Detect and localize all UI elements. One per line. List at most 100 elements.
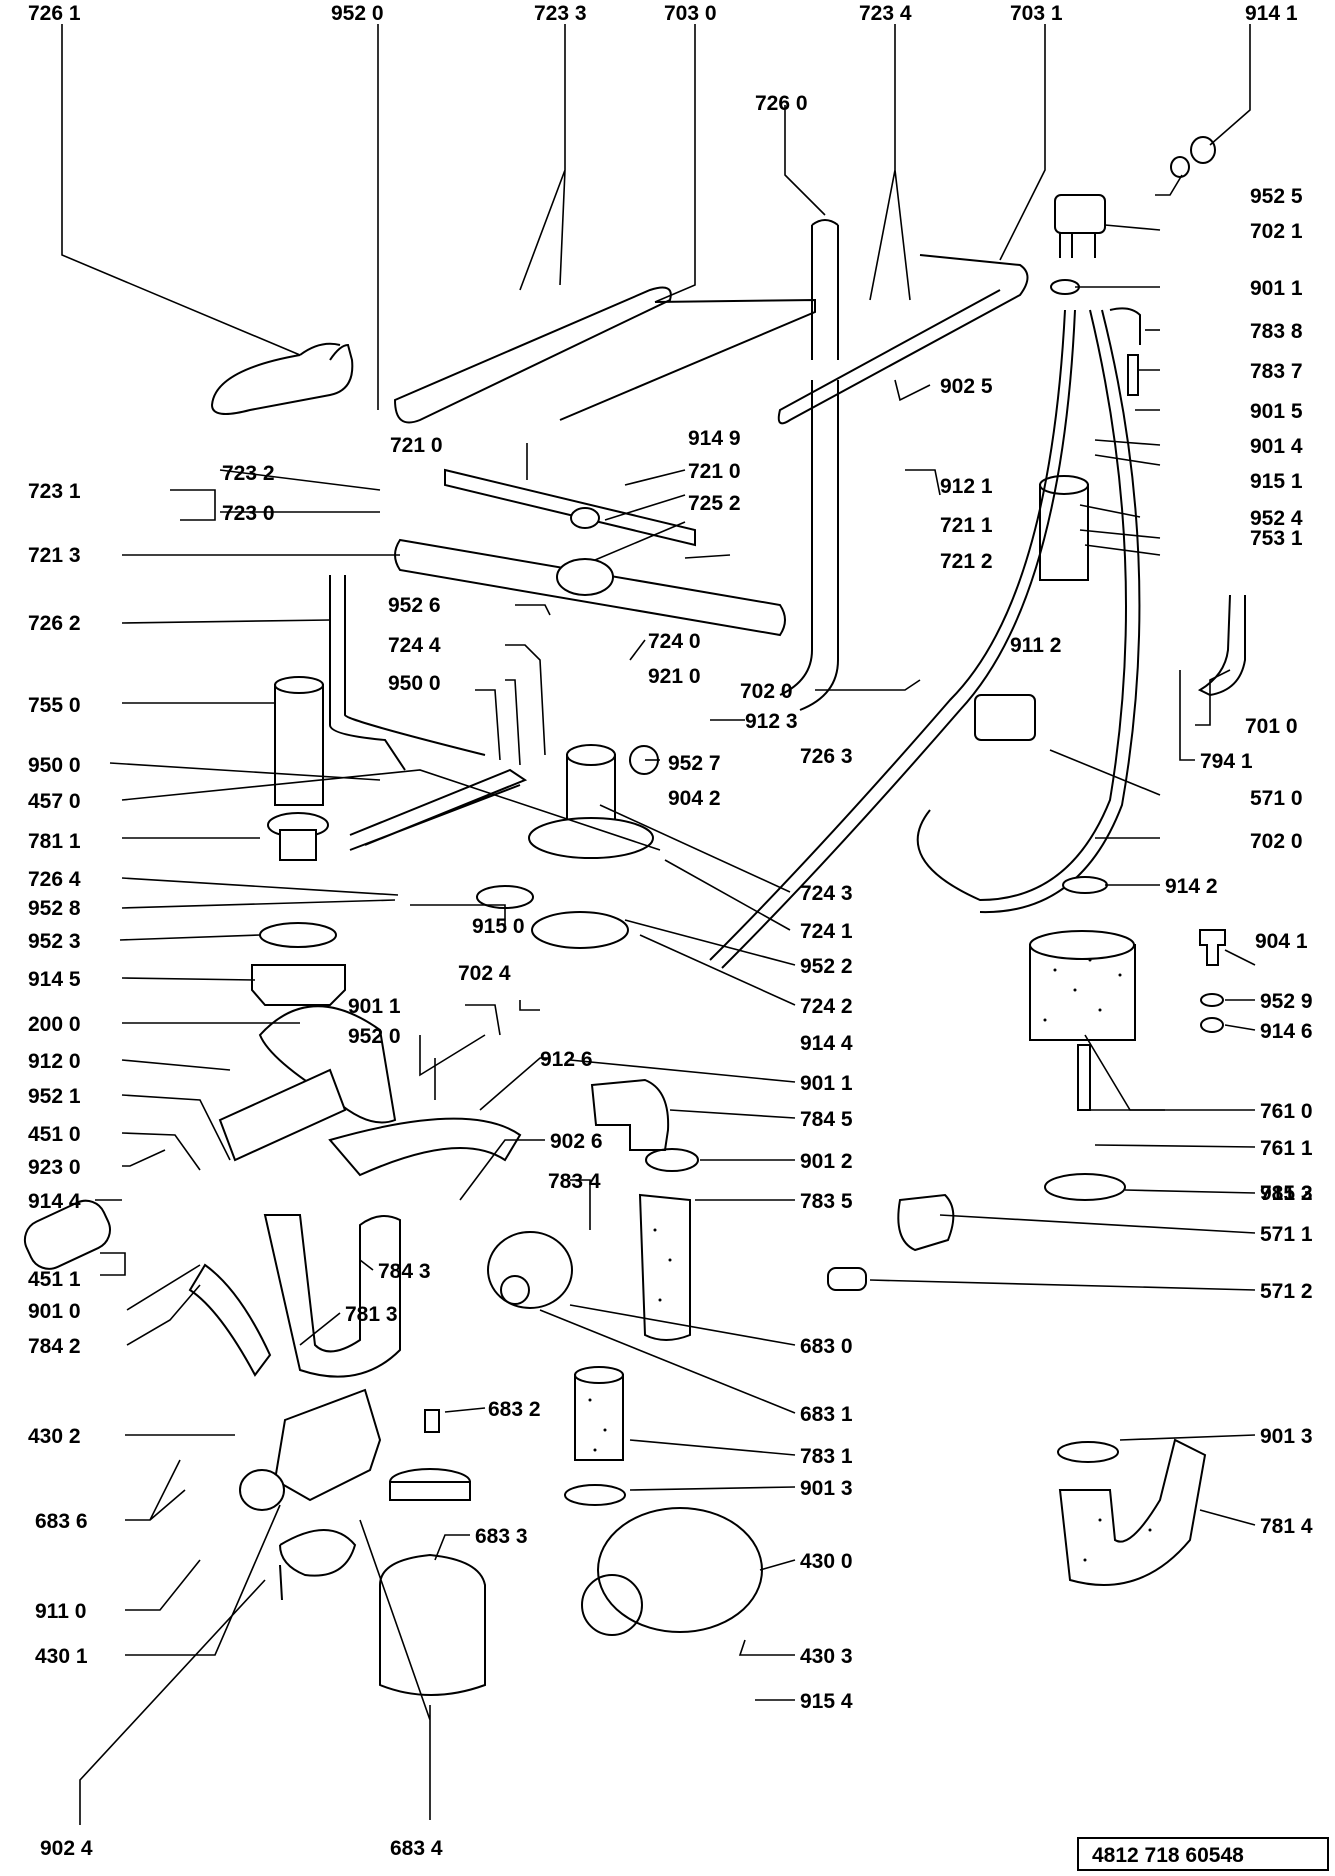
part-label: 911 0 — [35, 1600, 86, 1623]
circulation-pump — [597, 1507, 763, 1633]
part-label: 901 5 — [1250, 400, 1303, 423]
part-label: 683 1 — [800, 1403, 853, 1426]
middle-spray-arm — [444, 468, 696, 547]
part-label: 914 6 — [1260, 1020, 1313, 1043]
part-label: 781 3 — [345, 1303, 398, 1326]
spray-arm-frame — [210, 342, 354, 415]
part-label: 784 2 — [28, 1335, 81, 1358]
part-label: 683 3 — [475, 1525, 528, 1548]
rod-761-1 — [1077, 1044, 1091, 1111]
part-label: 783 8 — [1250, 320, 1303, 343]
part-label: 904 1 — [1255, 930, 1308, 953]
hose-texture — [588, 958, 1152, 1562]
part-label: 901 0 — [28, 1300, 81, 1323]
supply-pipe — [329, 575, 486, 771]
part-label: 950 0 — [388, 672, 441, 695]
part-label: 901 4 — [1250, 435, 1303, 458]
valve-block-pins — [1059, 233, 1096, 258]
part-label: 726 1 — [28, 2, 81, 25]
part-label: 794 1 — [1200, 750, 1253, 773]
part-label: 952 2 — [800, 955, 853, 978]
part-label: 723 2 — [222, 462, 275, 485]
part-label: 701 0 — [1245, 715, 1298, 738]
clamp-901-3-right — [1057, 1441, 1119, 1463]
part-label: 430 1 — [35, 1645, 88, 1668]
drain-pump — [487, 1231, 573, 1309]
part-label: 952 0 — [331, 2, 384, 25]
spray-hub-top — [570, 507, 600, 529]
part-label: 683 0 — [800, 1335, 853, 1358]
circulation-pump-inlet — [581, 1574, 643, 1636]
upper-spray-bar-2 — [559, 298, 816, 421]
part-label: 721 0 — [390, 434, 443, 457]
part-label: 914 2 — [1165, 875, 1218, 898]
part-label: 702 0 — [740, 680, 793, 703]
part-label: 901 1 — [800, 1072, 853, 1095]
elbow-701-0 — [1197, 594, 1246, 697]
part-label: 724 1 — [800, 920, 853, 943]
part-label: 952 4 — [1250, 507, 1303, 530]
part-label: 723 1 — [28, 480, 81, 503]
hose-783-4 — [328, 1117, 522, 1177]
part-label: 723 0 — [222, 502, 275, 525]
part-label: 952 7 — [668, 752, 721, 775]
part-label: 783 1 — [800, 1445, 853, 1468]
part-label: 952 6 — [388, 594, 441, 617]
leader-lines — [61, 24, 1256, 1825]
reference-code-box — [1077, 1837, 1329, 1871]
salt-jar-cap-body — [389, 1481, 471, 1501]
part-label: 571 2 — [1260, 1280, 1313, 1303]
motor-430-1 — [273, 1388, 382, 1502]
part-label: 921 0 — [648, 665, 701, 688]
part-label: 683 2 — [488, 1398, 541, 1421]
wire-clip — [279, 1529, 357, 1601]
part-label: 683 6 — [35, 1510, 88, 1533]
part-label: 783 4 — [548, 1170, 601, 1193]
part-label: 914 1 — [1245, 2, 1298, 25]
part-label: 451 1 — [28, 1268, 81, 1291]
part-label: 721 2 — [940, 550, 993, 573]
part-label: 783 7 — [1250, 360, 1303, 383]
part-label: 784 3 — [378, 1260, 431, 1283]
part-label: 915 3 — [1260, 1182, 1313, 1205]
vertical-pipe-lower — [779, 380, 839, 711]
part-label: 702 1 — [1250, 220, 1303, 243]
hose-783-5 — [638, 1193, 691, 1341]
part-label: 200 0 — [28, 1013, 81, 1036]
part-label: 571 1 — [1260, 1223, 1313, 1246]
part-label: 904 2 — [668, 787, 721, 810]
pump-housing-top — [566, 744, 616, 766]
reference-code: 4812 718 60548 — [1092, 1844, 1244, 1867]
part-label: 902 5 — [940, 375, 993, 398]
fitting-571-2 — [827, 1267, 867, 1291]
tank-shell — [258, 1005, 397, 1124]
elbow-783-8 — [1109, 307, 1141, 345]
sump-collar-body — [279, 829, 317, 861]
part-label: 451 0 — [28, 1123, 81, 1146]
part-labels: 726 1 952 0 723 3 703 0 723 4 703 1 914 … — [28, 2, 1313, 1860]
disk-781-2 — [1044, 1173, 1126, 1201]
part-label: 901 1 — [348, 995, 401, 1018]
part-label: 571 0 — [1250, 787, 1303, 810]
part-label: 915 4 — [800, 1690, 853, 1713]
part-label: 724 2 — [800, 995, 853, 1018]
lower-spray-arm — [394, 538, 786, 637]
hose-784-2 — [188, 1263, 272, 1377]
part-label: 902 6 — [550, 1130, 603, 1153]
part-label: 902 4 — [40, 1837, 93, 1860]
motor-430-1-inlet — [239, 1469, 285, 1511]
part-label: 430 0 — [800, 1550, 853, 1573]
part-label: 753 1 — [1250, 527, 1303, 550]
part-label: 915 0 — [472, 915, 525, 938]
part-label: 923 0 — [28, 1156, 81, 1179]
cylinder-753-1-top — [1039, 475, 1089, 495]
elbow-784-5 — [590, 1078, 670, 1151]
part-label: 781 4 — [1260, 1515, 1313, 1538]
part-label: 781 1 — [28, 830, 81, 853]
inlet-hose-right — [916, 309, 1141, 914]
salt-jar — [379, 1553, 486, 1696]
part-label: 952 5 — [1250, 185, 1303, 208]
part-label: 914 4 — [800, 1032, 853, 1055]
filter-683-1-top — [574, 1366, 624, 1384]
